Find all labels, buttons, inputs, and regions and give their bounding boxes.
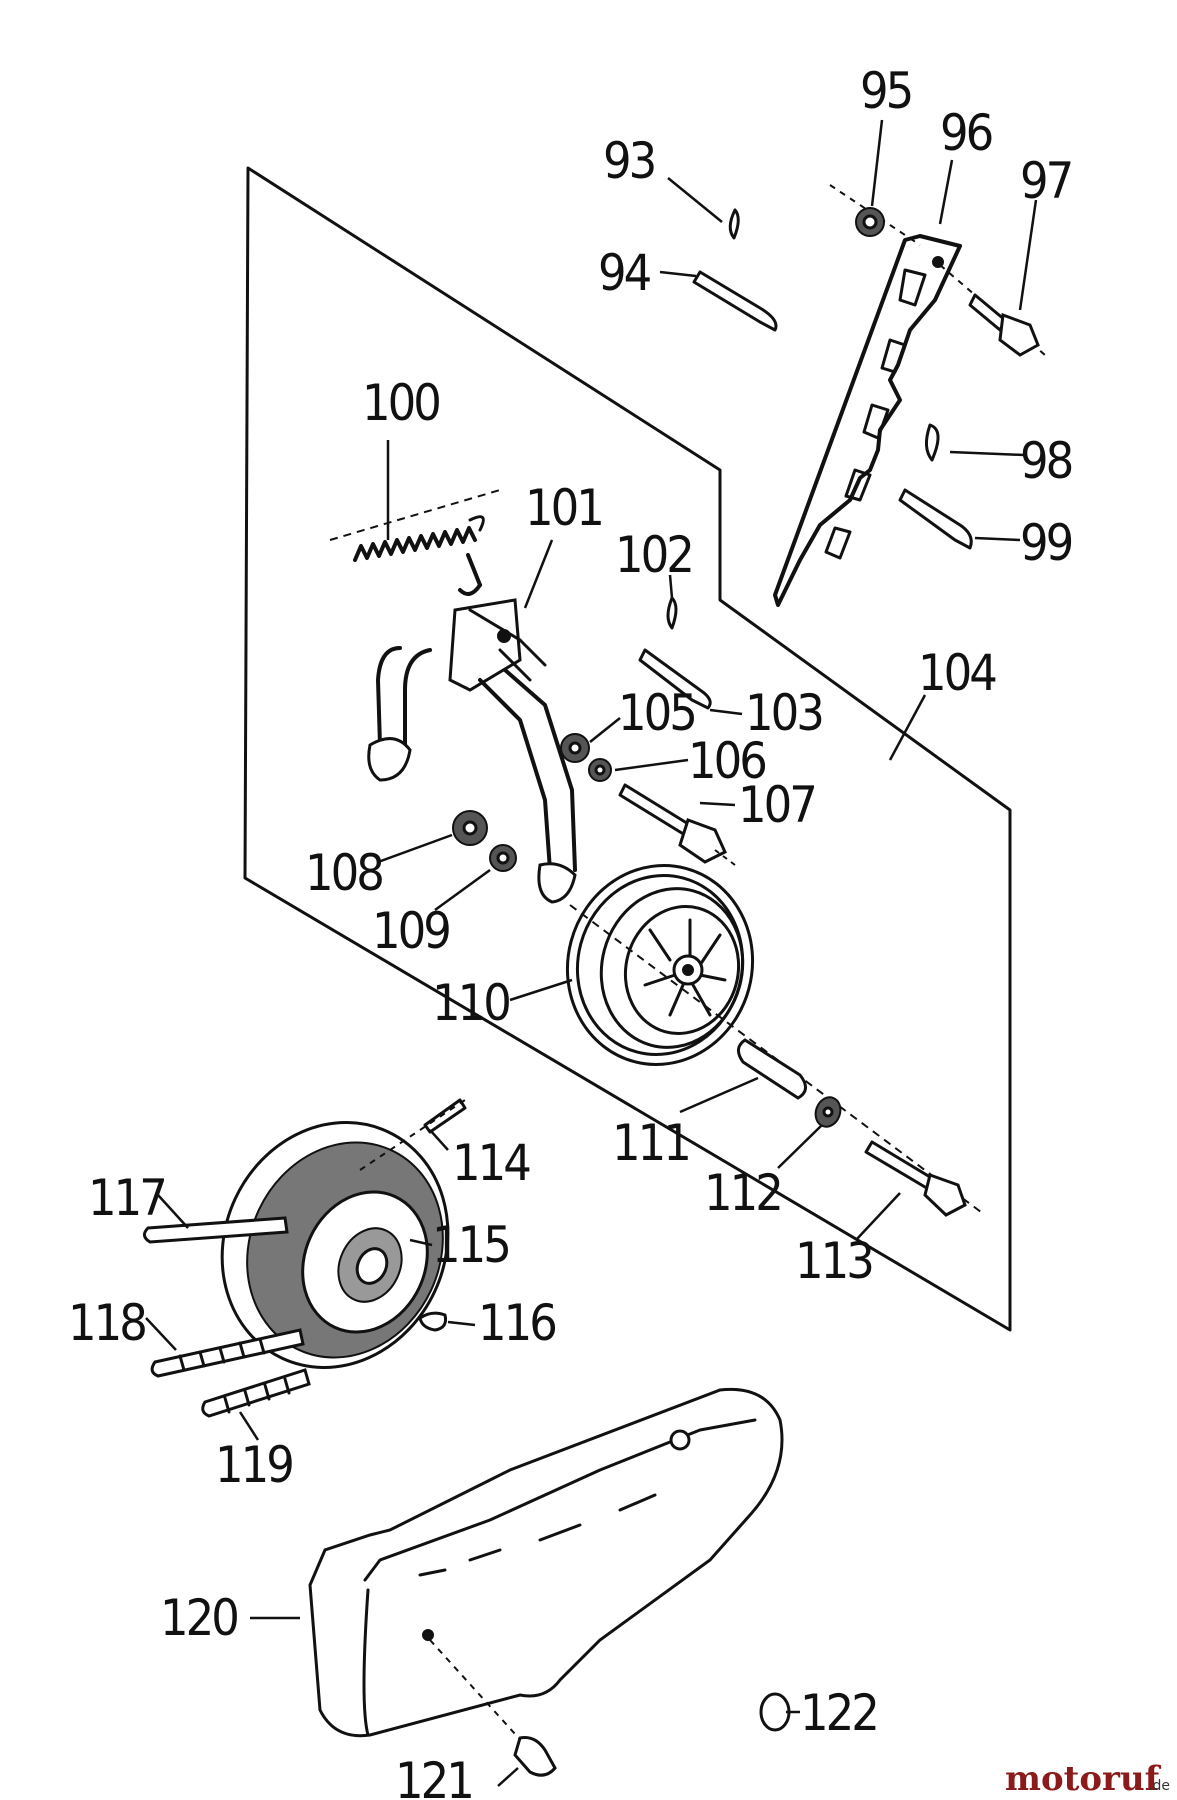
pulley-assembly-115 — [220, 1121, 450, 1369]
key-114 — [359, 1097, 469, 1171]
label-111: 111 — [612, 1114, 689, 1172]
washer-106 — [588, 758, 612, 782]
split-pin-98 — [925, 423, 940, 462]
label-118: 118 — [68, 1294, 145, 1352]
label-103: 103 — [745, 684, 822, 742]
key-116 — [418, 1311, 447, 1332]
label-100: 100 — [362, 374, 439, 432]
nut-95 — [829, 184, 921, 246]
nut-108 — [452, 810, 488, 846]
label-104: 104 — [918, 644, 996, 702]
label-119: 119 — [215, 1436, 292, 1494]
watermark-logo: motoruf .de — [1005, 1759, 1170, 1799]
screw-121 — [429, 1639, 557, 1777]
pin-99 — [898, 488, 973, 550]
label-93: 93 — [603, 132, 655, 190]
label-112: 112 — [704, 1164, 781, 1222]
plug-122 — [759, 1692, 791, 1732]
rod-117 — [143, 1216, 289, 1244]
label-105: 105 — [618, 684, 695, 742]
label-115: 115 — [432, 1216, 509, 1274]
bolt-107 — [618, 783, 736, 866]
label-110: 110 — [432, 974, 509, 1032]
wheel-110 — [565, 864, 986, 1216]
split-pin-93 — [728, 208, 740, 240]
label-122: 122 — [800, 1684, 877, 1742]
wheel-arm-101 — [367, 553, 577, 904]
label-121: 121 — [395, 1752, 472, 1800]
label-113: 113 — [795, 1232, 872, 1290]
belt-cover-120 — [308, 1387, 784, 1738]
label-116: 116 — [478, 1294, 555, 1352]
label-108: 108 — [305, 844, 382, 902]
nut-105 — [560, 733, 590, 763]
part-labels: 93 94 95 96 97 98 99 100 101 102 103 104… — [68, 62, 1075, 1800]
bolt-113 — [864, 1140, 967, 1217]
bolt-97 — [939, 264, 1046, 357]
mounting-plate — [243, 166, 1012, 1332]
screw-119 — [201, 1368, 311, 1418]
bushing-111 — [737, 1038, 807, 1100]
washer-109 — [489, 844, 517, 872]
spring-100 — [329, 489, 501, 562]
washer-112 — [814, 1096, 842, 1128]
label-98: 98 — [1020, 432, 1072, 490]
label-109: 109 — [372, 902, 449, 960]
height-adjust-rack — [773, 234, 962, 607]
watermark-brand: motoruf — [1005, 1759, 1162, 1799]
pin-103 — [638, 648, 712, 710]
label-117: 117 — [88, 1169, 165, 1227]
split-pin-102 — [666, 596, 678, 630]
leader-lines — [145, 119, 1038, 1787]
watermark-tld: .de — [1148, 1778, 1170, 1794]
pin-94 — [692, 270, 778, 332]
label-101: 101 — [525, 479, 602, 537]
label-96: 96 — [940, 104, 992, 162]
label-114: 114 — [452, 1134, 530, 1192]
label-95: 95 — [860, 62, 911, 120]
label-99: 99 — [1020, 514, 1072, 572]
label-120: 120 — [160, 1589, 237, 1647]
label-94: 94 — [598, 244, 651, 302]
label-107: 107 — [738, 776, 815, 834]
screw-118 — [150, 1328, 305, 1378]
label-106: 106 — [688, 732, 765, 790]
label-102: 102 — [615, 526, 692, 584]
label-97: 97 — [1020, 152, 1071, 210]
